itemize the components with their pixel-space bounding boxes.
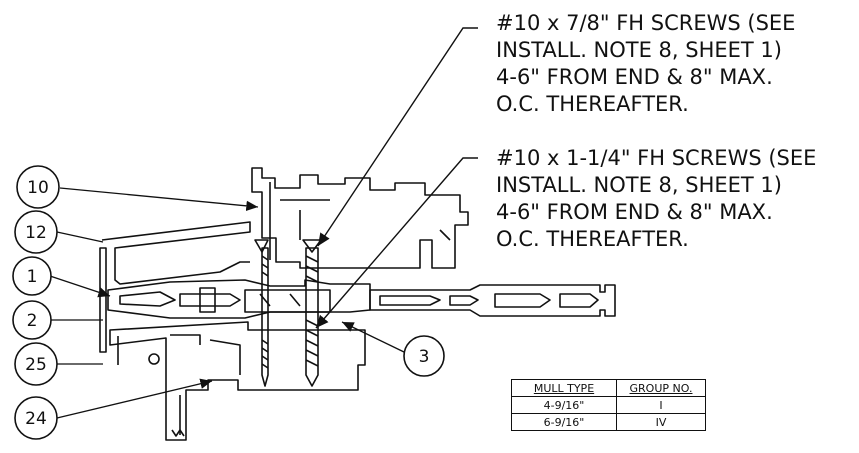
screw-lower — [254, 239, 322, 253]
note-line: O.C. THEREAFTER. — [496, 92, 689, 116]
svg-text:12: 12 — [25, 223, 47, 243]
note-screws-1-1-4: #10 x 1-1/4" FH SCREWS (SEE INSTALL. NOT… — [496, 145, 816, 253]
note-line: INSTALL. NOTE 8, SHEET 1) — [496, 38, 782, 62]
frame-profile-24 — [109, 321, 366, 441]
note-line: INSTALL. NOTE 8, SHEET 1) — [496, 173, 782, 197]
note-screws-7-8: #10 x 7/8" FH SCREWS (SEE INSTALL. NOTE … — [496, 10, 795, 118]
callout-3: 3 — [403, 335, 445, 377]
cell-group-no: I — [616, 396, 706, 414]
note-line: 4-6" FROM END & 8" MAX. — [496, 200, 773, 224]
note-line: #10 x 7/8" FH SCREWS (SEE — [496, 11, 796, 35]
leader-note-2 — [315, 157, 478, 329]
callout-12: 12 — [14, 210, 58, 254]
callout-25: 25 — [14, 342, 58, 386]
header-group-no: GROUP NO. — [616, 379, 706, 397]
table-header-row: MULL TYPE GROUP NO. — [511, 379, 706, 397]
svg-text:10: 10 — [27, 178, 49, 198]
callout-2: 2 — [12, 300, 52, 340]
table-row: 6-9/16" IV — [511, 413, 706, 431]
callout-1: 1 — [12, 256, 52, 296]
svg-text:2: 2 — [27, 311, 38, 331]
table-row: 4-9/16" I — [511, 396, 706, 414]
cell-mull-type: 4-9/16" — [511, 396, 617, 414]
note-line: #10 x 1-1/4" FH SCREWS (SEE — [496, 146, 817, 170]
svg-text:1: 1 — [27, 267, 38, 287]
header-mull-type: MULL TYPE — [511, 379, 617, 397]
mull-type-table: MULL TYPE GROUP NO. 4-9/16" I 6-9/16" IV — [511, 379, 706, 431]
callout-24: 24 — [14, 396, 58, 440]
cell-mull-type: 6-9/16" — [511, 413, 617, 431]
cell-group-no: IV — [616, 413, 706, 431]
trim-profile-12 — [101, 221, 251, 285]
svg-text:24: 24 — [25, 409, 47, 429]
callout-10: 10 — [16, 165, 60, 209]
svg-text:3: 3 — [419, 347, 430, 367]
svg-text:25: 25 — [25, 355, 47, 375]
note-line: 4-6" FROM END & 8" MAX. — [496, 65, 773, 89]
note-line: O.C. THEREAFTER. — [496, 227, 689, 251]
leader-note-1 — [317, 27, 478, 247]
mull-extension — [369, 284, 616, 317]
frame-profile-10 — [251, 167, 469, 269]
